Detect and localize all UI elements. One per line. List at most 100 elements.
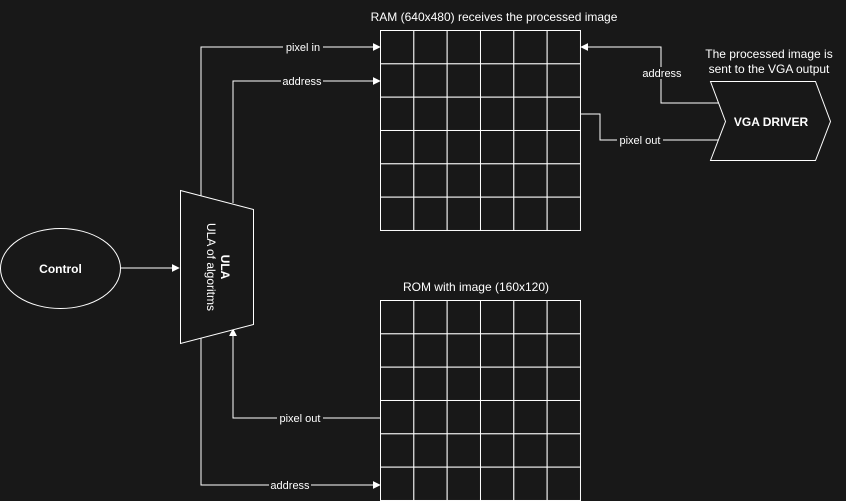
grid-cell <box>413 300 448 335</box>
grid-cell <box>380 366 415 401</box>
grid-cell <box>413 433 448 468</box>
svg-text:sent to the VGA output: sent to the VGA output <box>709 62 830 76</box>
grid-cell <box>380 399 415 435</box>
grid-cell <box>446 63 481 98</box>
ula-subtitle: ULA of algoritms <box>204 223 218 311</box>
grid-cell <box>446 300 481 335</box>
grid-cell <box>546 196 581 231</box>
grid-cell <box>479 399 515 435</box>
edge-rom-pixel-out[interactable] <box>229 328 380 419</box>
grid-cell <box>546 96 581 131</box>
grid-cell <box>479 366 515 401</box>
grid-cell <box>513 466 548 501</box>
grid-cell <box>513 163 548 198</box>
grid-cell <box>546 300 581 335</box>
grid-cell <box>479 466 515 501</box>
grid-cell <box>513 63 548 98</box>
grid-cell <box>380 333 415 368</box>
grid-cell <box>413 63 448 98</box>
grid-cell <box>380 196 415 231</box>
svg-text:address: address <box>270 480 310 492</box>
edge-label-ram-pixel-out: pixel out <box>617 134 663 147</box>
grid-cell <box>380 96 415 131</box>
grid-cell <box>413 163 448 198</box>
grid-cell <box>513 399 548 435</box>
edge-label-rom-address: address <box>269 479 311 492</box>
edge-label-ram-address: address <box>281 75 323 88</box>
grid-cell <box>380 129 415 165</box>
grid-cell <box>546 30 581 65</box>
vga-note: The processed image is sent to the VGA o… <box>705 47 832 76</box>
grid-cell <box>546 63 581 98</box>
grid-cell <box>546 366 581 401</box>
grid-cell <box>479 300 515 335</box>
grid-cell <box>380 300 415 335</box>
svg-text:pixel out: pixel out <box>620 135 661 147</box>
grid-cell <box>546 163 581 198</box>
grid-cell <box>446 163 481 198</box>
ula-node[interactable]: ULA ULA of algoritms <box>180 189 254 345</box>
grid-cell <box>413 129 448 165</box>
grid-cell <box>479 30 515 65</box>
grid-cell <box>413 196 448 231</box>
grid-cell <box>413 366 448 401</box>
vga-driver-node[interactable]: VGA DRIVER <box>709 81 832 161</box>
grid-cell <box>380 433 415 468</box>
grid-cell <box>546 433 581 468</box>
edge-rom-address[interactable] <box>200 336 381 489</box>
grid-cell <box>479 333 515 368</box>
grid-cell <box>380 466 415 501</box>
grid-cell <box>446 30 481 65</box>
grid-cell <box>413 96 448 131</box>
grid-cell <box>479 96 515 131</box>
grid-cell <box>479 196 515 231</box>
grid-cell <box>446 399 481 435</box>
svg-text:The processed image is: The processed image is <box>705 47 832 61</box>
svg-text:address: address <box>282 76 322 88</box>
grid-cell <box>413 399 448 435</box>
grid-cell <box>446 466 481 501</box>
grid-cell <box>446 96 481 131</box>
grid-cell <box>546 466 581 501</box>
grid-cell <box>479 129 515 165</box>
grid-cell <box>413 333 448 368</box>
grid-cell <box>546 333 581 368</box>
grid-cell <box>479 163 515 198</box>
svg-text:VGA DRIVER: VGA DRIVER <box>734 115 809 129</box>
svg-text:address: address <box>642 68 682 80</box>
grid-cell <box>513 196 548 231</box>
svg-text:Control: Control <box>39 262 82 276</box>
control-node[interactable]: Control <box>0 228 121 309</box>
grid-cell <box>513 366 548 401</box>
grid-cell <box>513 129 548 165</box>
grid-cell <box>380 30 415 65</box>
edge-ram-address[interactable] <box>232 77 381 203</box>
grid-cell <box>513 300 548 335</box>
grid-cell <box>446 366 481 401</box>
grid-cell <box>446 129 481 165</box>
grid-cell <box>380 63 415 98</box>
rom-title: ROM with image (160x120) <box>403 280 549 294</box>
grid-cell <box>479 433 515 468</box>
grid-cell <box>446 196 481 231</box>
edge-pixel-in[interactable] <box>200 43 381 196</box>
svg-text:pixel out: pixel out <box>280 413 321 425</box>
edge-ram-pixel-out[interactable] <box>581 113 728 144</box>
grid-cell <box>546 399 581 435</box>
ram-grid <box>380 30 581 231</box>
grid-cell <box>446 433 481 468</box>
edge-label-vga-address: address <box>640 67 684 80</box>
grid-cell <box>380 163 415 198</box>
rom-grid <box>380 300 581 501</box>
grid-cell <box>513 96 548 131</box>
ula-title: ULA <box>218 255 232 280</box>
grid-cell <box>513 30 548 65</box>
grid-cell <box>479 63 515 98</box>
grid-cell <box>413 30 448 65</box>
edge-label-rom-pixel-out: pixel out <box>277 412 323 425</box>
grid-cell <box>546 129 581 165</box>
svg-text:pixel in: pixel in <box>286 42 320 54</box>
grid-cell <box>446 333 481 368</box>
edge-label-pixel-in: pixel in <box>283 41 323 54</box>
